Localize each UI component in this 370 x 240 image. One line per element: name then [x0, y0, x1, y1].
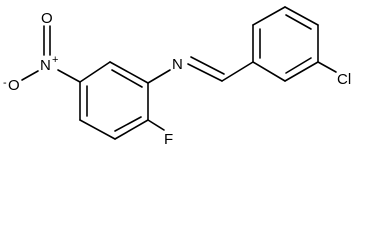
ch-ring-bond	[221, 61, 254, 82]
ring-b-double-bond	[285, 14, 312, 30]
nitro-oxygen-charge: -	[3, 77, 7, 89]
right-benzene-ring	[252, 6, 319, 82]
nitro-nitrogen-label: N	[40, 57, 51, 74]
fluoro-substituent: F	[147, 119, 173, 148]
nitro-oxygen-single-label: O	[8, 77, 20, 94]
nitro-nitrogen-charge: +	[52, 54, 58, 66]
ring-a-bond	[79, 61, 111, 83]
ring-a-bond	[79, 119, 116, 140]
molecule-drawing: N + O O - F N Cl	[3, 6, 351, 148]
imine-nitrogen-label: N	[172, 56, 183, 73]
n-c-imine-double-bond	[187, 63, 223, 82]
left-benzene-ring	[79, 61, 149, 140]
chlorine-label: Cl	[337, 71, 351, 88]
imine-linker: N	[147, 56, 254, 84]
ring-b-bond	[252, 61, 286, 82]
structure-canvas: N + O O - F N Cl	[3, 6, 351, 148]
n-c-imine-double-bond	[190, 56, 225, 75]
nitro-oxygen-double-label: O	[41, 10, 53, 27]
ring-b-bond	[284, 61, 319, 82]
nitro-group: N + O O -	[3, 10, 81, 94]
c-f-bond	[147, 119, 165, 131]
ring-a-double-bond	[111, 69, 143, 88]
ring-a-bond	[114, 119, 149, 140]
fluorine-label: F	[164, 131, 173, 148]
c-cl-bond	[317, 61, 337, 73]
c-n-imine-bond	[147, 69, 171, 84]
ring-a-bond	[109, 61, 149, 84]
n-o-single-bond	[21, 70, 39, 81]
ring-b-bond	[252, 6, 286, 26]
ring-b-double-bond	[285, 57, 312, 74]
chloro-substituent: Cl	[317, 61, 351, 88]
ring-a-double-bond	[114, 116, 142, 132]
c-n-nitro-bond	[57, 69, 81, 83]
ring-b-bond	[284, 6, 319, 26]
